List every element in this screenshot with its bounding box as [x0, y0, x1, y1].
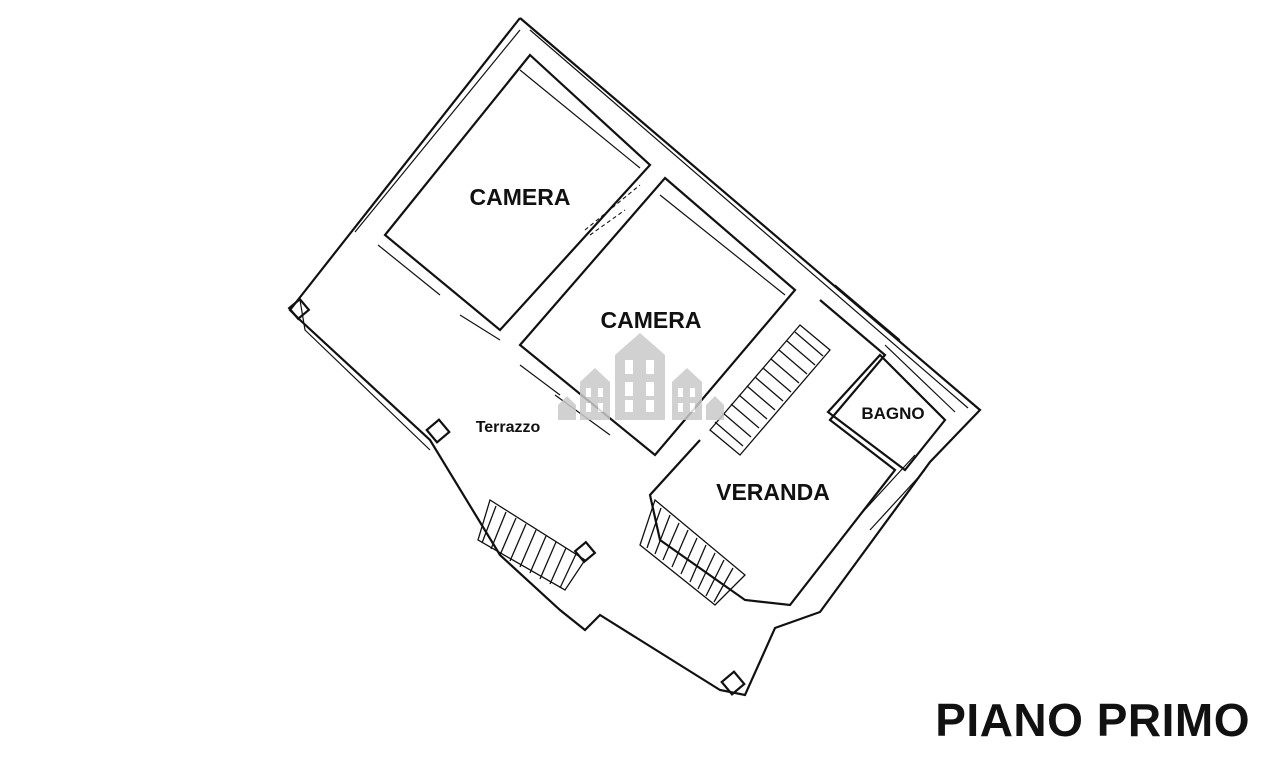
- staircase-lower-left: [477, 498, 586, 591]
- staircase-lower-right: [639, 498, 746, 606]
- veranda-room: [648, 284, 926, 607]
- bagno-room: [826, 344, 956, 472]
- camera-label-2: CAMERA: [601, 307, 702, 333]
- buildings-icon: [558, 333, 724, 420]
- terrazzo-label: Terrazzo: [476, 419, 541, 436]
- camera-label-1: CAMERA: [470, 184, 571, 210]
- floor-title: PIANO PRIMO: [935, 694, 1250, 746]
- bagno-label: BAGNO: [861, 404, 924, 423]
- camera-room-2: [518, 176, 797, 457]
- camera-room-1: [377, 53, 652, 341]
- pillars: [287, 297, 746, 696]
- veranda-label: VERANDA: [716, 479, 830, 505]
- staircase-upper: [709, 324, 831, 456]
